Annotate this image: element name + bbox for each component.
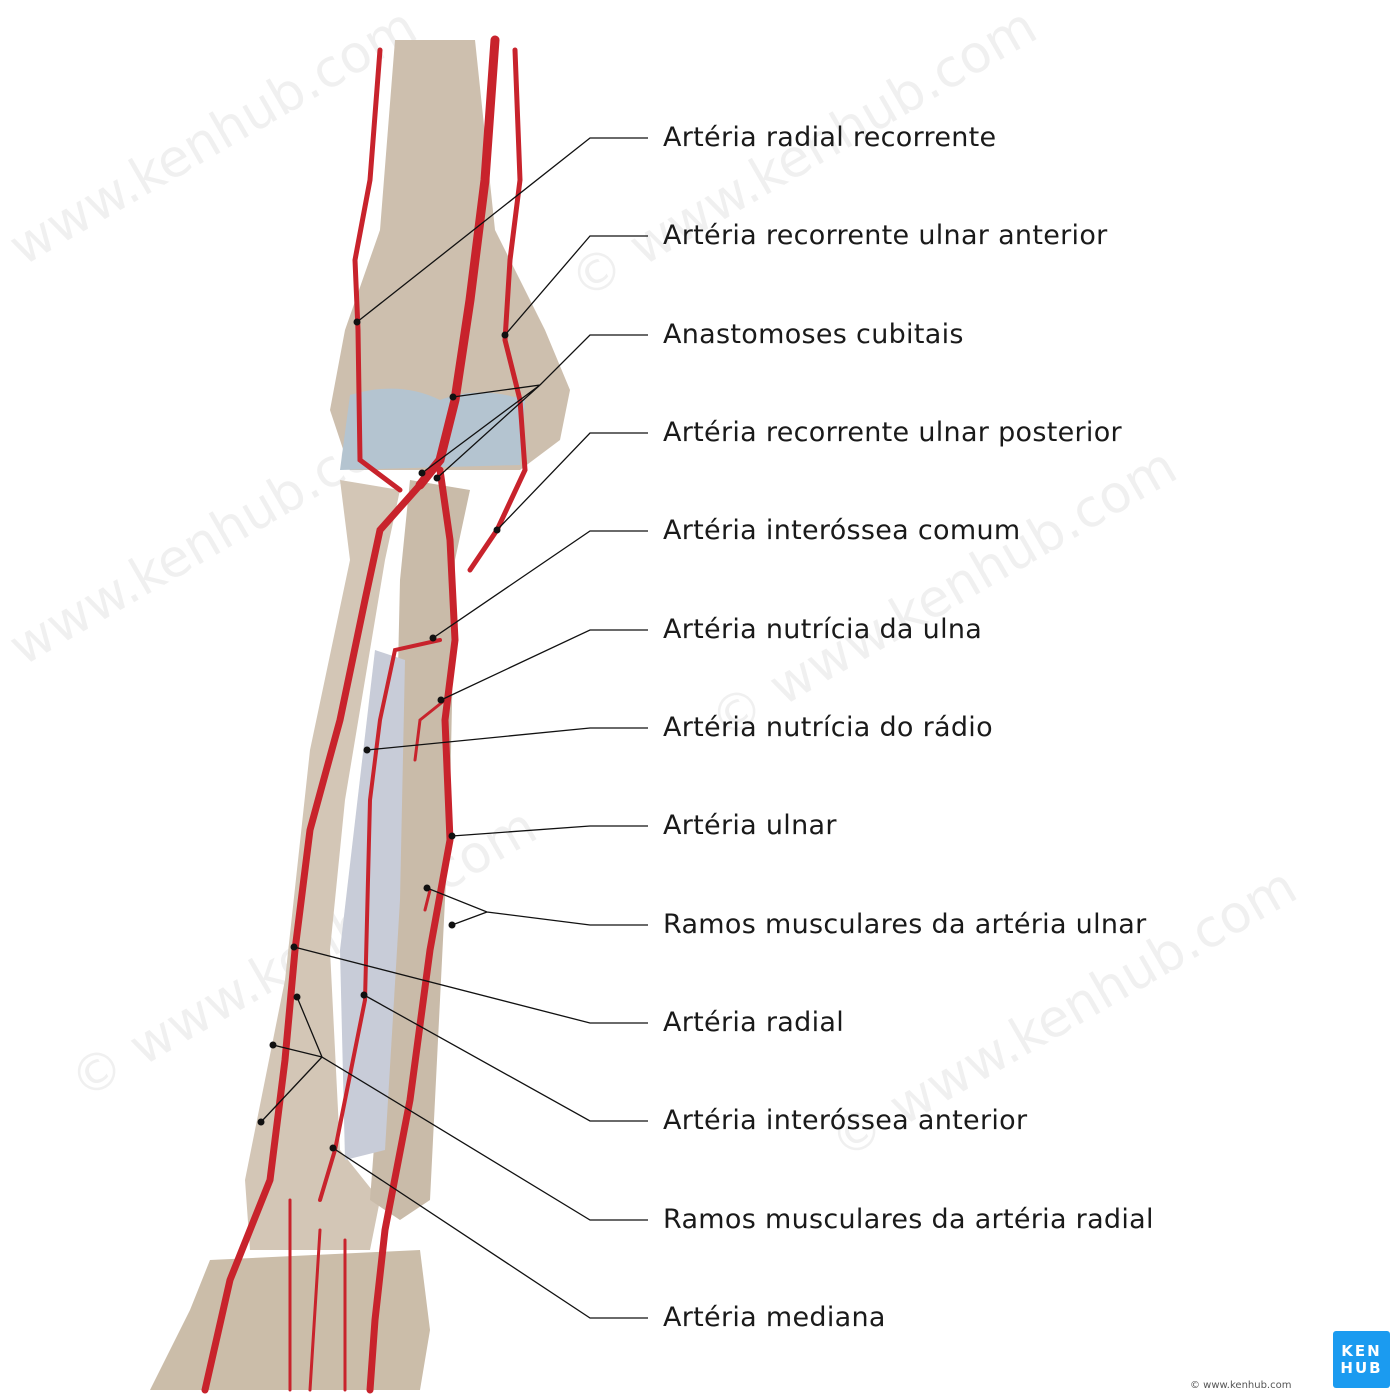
cartilage [340,388,525,470]
label-nutrient-artery-radius: Artéria nutrícia do rádio [663,712,993,743]
arteries [201,35,528,1394]
copyright-text: © www.kenhub.com [1190,1380,1292,1391]
ulnar-artery [366,466,459,1394]
leader-lines [260,137,648,1319]
label-radial-muscular-branches: Ramos musculares da artéria radial [663,1204,1154,1235]
label-ulnar-artery: Artéria ulnar [663,810,837,841]
label-anterior-ulnar-recurrent-artery: Artéria recorrente ulnar anterior [663,220,1108,251]
ulnar-recurrent [467,47,528,573]
logo-line-1: KEN [1341,1341,1382,1360]
logo-line-2: HUB [1340,1358,1383,1377]
label-anterior-interosseous-artery: Artéria interóssea anterior [663,1105,1028,1136]
label-ulnar-muscular-branches: Ramos musculares da artéria ulnar [663,909,1147,940]
brachial-artery [415,35,500,490]
label-median-artery: Artéria mediana [663,1302,886,1333]
label-radial-artery: Artéria radial [663,1007,845,1038]
label-common-interosseous-artery: Artéria interóssea comum [663,515,1021,546]
label-cubital-anastomoses: Anastomoses cubitais [663,319,964,350]
label-nutrient-artery-ulna: Artéria nutrícia da ulna [663,614,983,645]
label-posterior-ulnar-recurrent-artery: Artéria recorrente ulnar posterior [663,417,1122,448]
kenhub-logo: KEN HUB [1333,1331,1390,1388]
ulna [370,480,470,1220]
radial-recurrent [352,47,403,493]
interosseous-membrane [340,650,405,1160]
pointer-dots [257,318,509,1152]
label-radial-recurrent-artery: Artéria radial recorrente [663,122,997,153]
radial-artery [201,481,424,1394]
